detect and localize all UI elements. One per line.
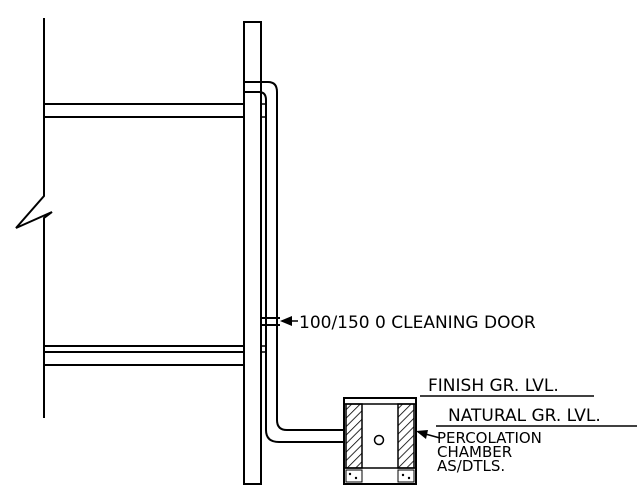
- rain-water-pipe-outer: [244, 81, 344, 431]
- natural-level-label: NATURAL GR. LVL.: [448, 406, 601, 426]
- cleaning-door-mark: [262, 317, 280, 326]
- percolation-label-3: AS/DTLS.: [437, 457, 505, 475]
- finish-level-label: FINISH GR. LVL.: [428, 376, 559, 396]
- percolation-label-2: CHAMBER: [437, 443, 512, 461]
- rain-water-pipe-inner: [244, 91, 344, 443]
- cleaning-door-leader: [280, 316, 298, 326]
- cleaning-door-label: 100/150 0 CLEANING DOOR: [299, 313, 536, 333]
- percolation-label-1: PERCOLATION: [437, 429, 542, 447]
- lower-slab: [44, 345, 244, 366]
- building-break-line: [15, 18, 53, 418]
- upper-slab: [44, 103, 244, 118]
- chamber-leader: [416, 430, 441, 439]
- percolation-chamber: [343, 397, 417, 485]
- outer-wall: [243, 21, 262, 485]
